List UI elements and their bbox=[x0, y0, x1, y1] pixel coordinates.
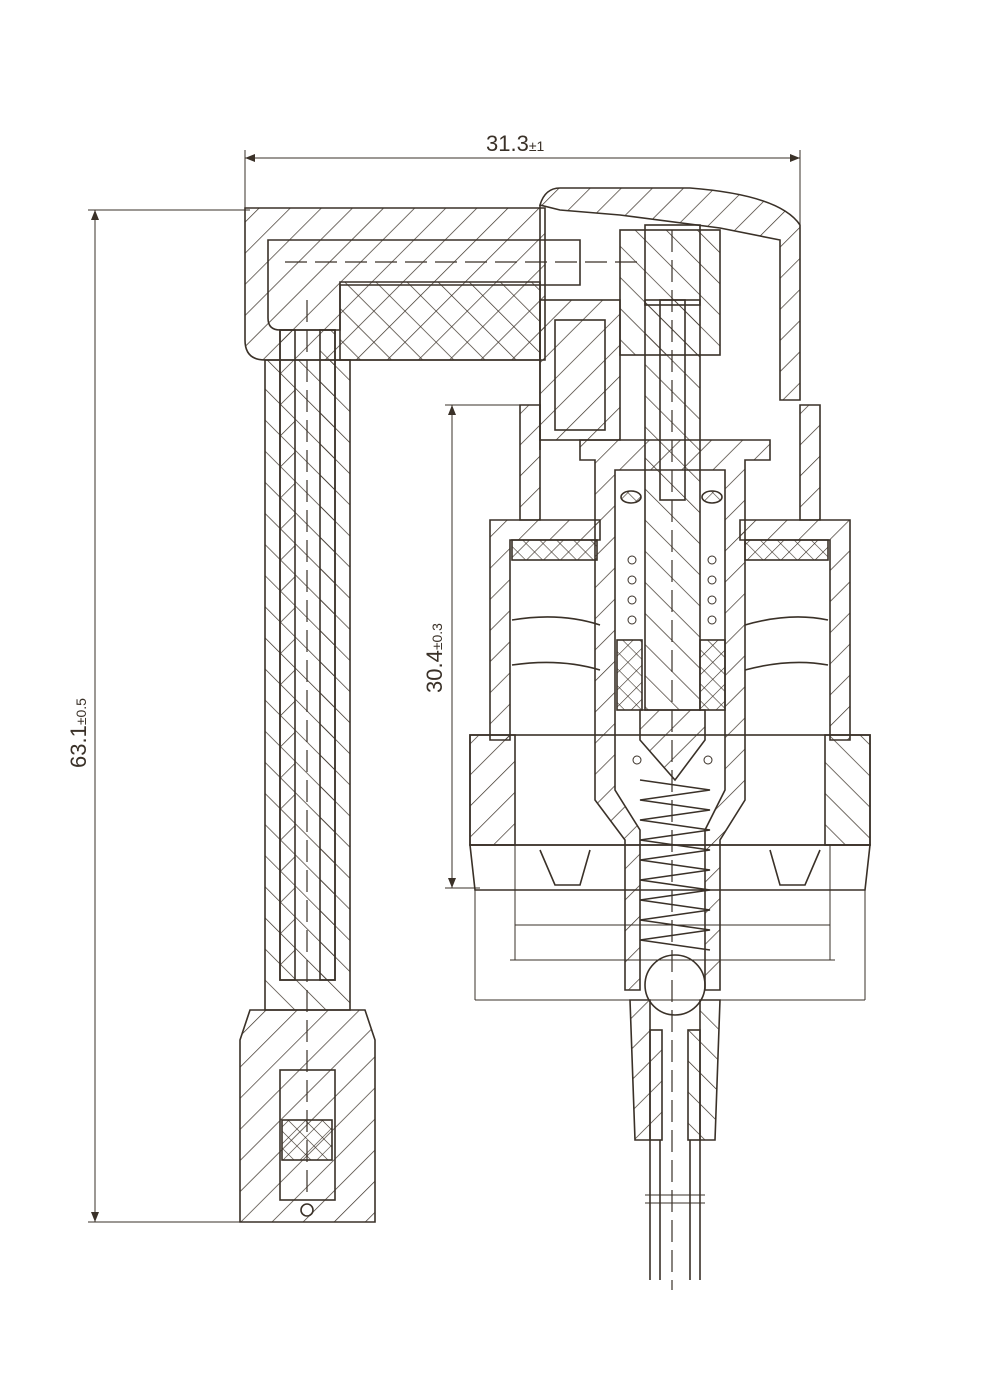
width-dimension bbox=[244, 150, 801, 232]
spring bbox=[627, 555, 717, 951]
pump-cylinder bbox=[579, 439, 771, 991]
ball-valve bbox=[644, 954, 706, 1016]
width-value: 31.3 bbox=[486, 131, 529, 156]
width-dimension-label: 31.3±1 bbox=[484, 131, 547, 156]
spout bbox=[239, 207, 640, 1223]
height-tolerance: ±0.5 bbox=[73, 698, 89, 726]
width-tolerance: ±1 bbox=[528, 138, 545, 154]
height-dimension-label: 63.1±0.5 bbox=[66, 696, 91, 770]
pump-stem bbox=[639, 230, 706, 1290]
height-value: 63.1 bbox=[66, 725, 91, 768]
body-height-dimension-label: 30.4±0.3 bbox=[422, 621, 447, 695]
dip-tube bbox=[629, 999, 721, 1280]
body-height-value: 30.4 bbox=[422, 650, 447, 693]
height-dimension bbox=[88, 209, 250, 1223]
body-height-tolerance: ±0.3 bbox=[429, 623, 445, 651]
